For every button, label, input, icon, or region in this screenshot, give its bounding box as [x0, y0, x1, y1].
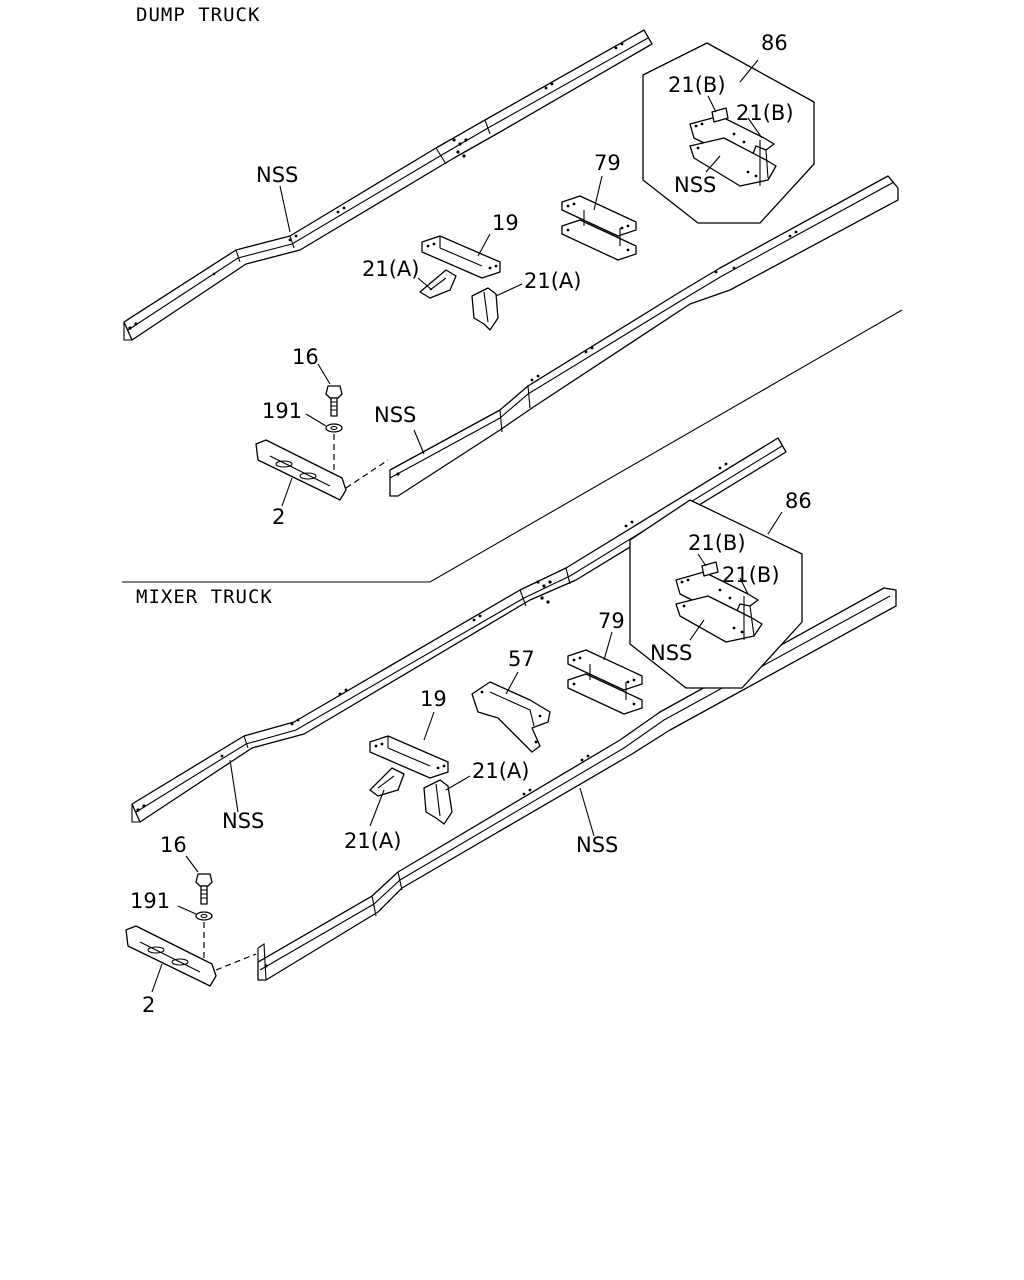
dump-inset-crossmember-86: [642, 42, 815, 224]
mixer-truck-section: MIXER TRUCK: [125, 437, 897, 1017]
dump-label-21a-right: 21(A): [524, 269, 581, 293]
dump-label-86: 86: [761, 31, 788, 55]
mixer-label-nss-inset: NSS: [650, 641, 692, 665]
dump-part-19-crossmember: [421, 235, 501, 279]
mixer-label-16: 16: [160, 833, 187, 857]
dump-leader-lines: [279, 59, 763, 507]
mixer-label-21a-left: 21(A): [344, 829, 401, 853]
dump-label-21b-right: 21(B): [736, 101, 794, 125]
dump-label-nss-left: NSS: [256, 163, 298, 187]
mixer-label-21a-right: 21(A): [472, 759, 529, 783]
mixer-inset-crossmember-86: [629, 499, 803, 689]
mixer-left-frame-rail: [131, 437, 787, 823]
mixer-leader-lines: [151, 511, 783, 993]
mixer-section-title: MIXER TRUCK: [136, 586, 273, 608]
mixer-label-86: 86: [785, 489, 812, 513]
mixer-label-21b-right: 21(B): [722, 563, 780, 587]
mixer-label-19: 19: [420, 687, 447, 711]
dump-label-16: 16: [292, 345, 319, 369]
dump-part-21a-brackets: [419, 269, 499, 331]
dump-label-191: 191: [262, 399, 302, 423]
mixer-label-nss-right: NSS: [576, 833, 618, 857]
mixer-label-57: 57: [508, 647, 535, 671]
mixer-fastener-assembly: [125, 873, 257, 987]
mixer-label-191: 191: [130, 889, 170, 913]
dump-right-frame-rail: [389, 175, 899, 497]
dump-fastener-assembly: [255, 385, 389, 501]
section-divider-line: [122, 309, 903, 583]
mixer-part-57-bracket: [471, 681, 551, 753]
dump-section-title: DUMP TRUCK: [136, 4, 260, 26]
dump-label-79: 79: [594, 151, 621, 175]
dump-left-frame-rail: [123, 29, 653, 341]
dump-label-19: 19: [492, 211, 519, 235]
dump-label-2: 2: [272, 505, 285, 529]
dump-label-nss-right: NSS: [374, 403, 416, 427]
dump-label-21a-left: 21(A): [362, 257, 419, 281]
dump-label-nss-inset: NSS: [674, 173, 716, 197]
mixer-part-21a-brackets: [369, 767, 453, 825]
mixer-label-79: 79: [598, 609, 625, 633]
dump-label-21b-top: 21(B): [668, 73, 726, 97]
dump-part-79-plates: [561, 195, 637, 261]
mixer-right-frame-rail: [257, 587, 897, 981]
mixer-label-nss-left: NSS: [222, 809, 264, 833]
mixer-label-2: 2: [142, 993, 155, 1017]
mixer-part-79-plates: [567, 649, 643, 715]
mixer-label-21b-top: 21(B): [688, 531, 746, 555]
mixer-part-19-crossmember: [369, 735, 449, 779]
dump-truck-section: DUMP TRUCK: [123, 4, 899, 529]
